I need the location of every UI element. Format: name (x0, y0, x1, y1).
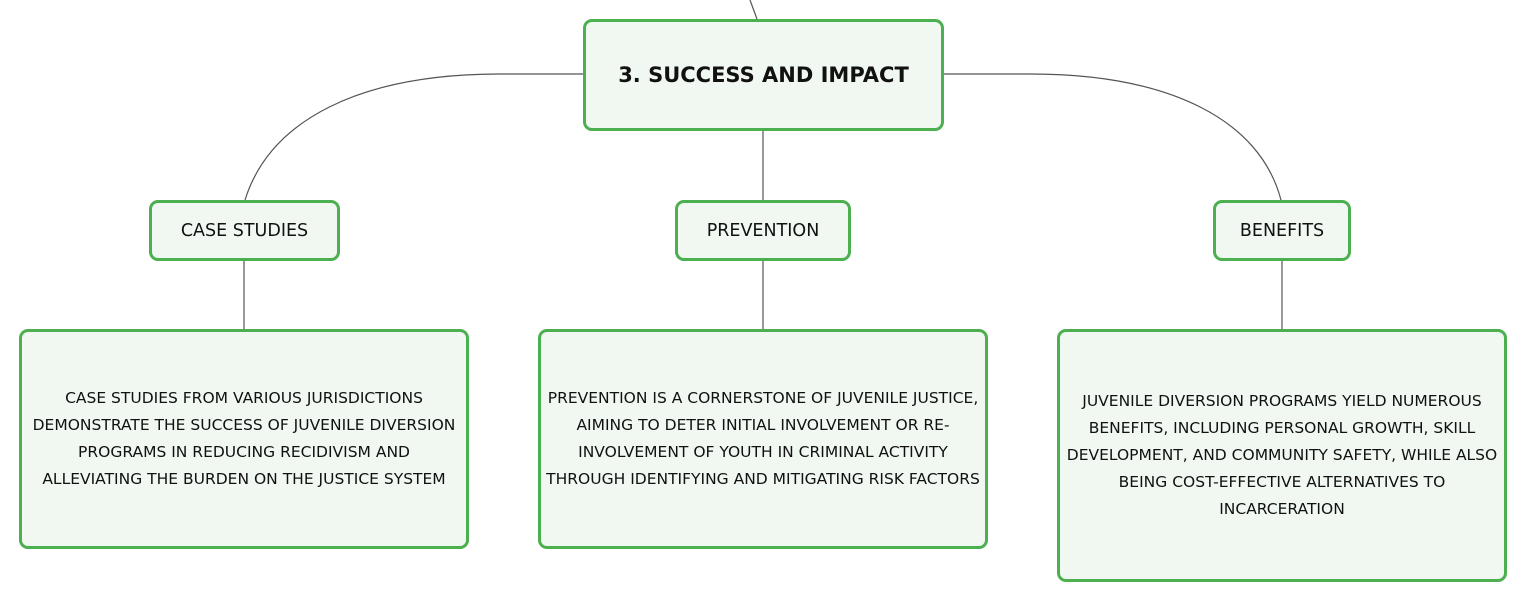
detail-node-text: PREVENTION IS A CORNERSTONE OF JUVENILE … (546, 389, 980, 488)
incoming-connector (749, 0, 758, 20)
detail-node-case-studies[interactable]: CASE STUDIES FROM VARIOUS JURISDICTIONS … (19, 329, 469, 549)
connector-root-to-benefits (944, 73, 1282, 201)
branch-node-case-studies[interactable]: CASE STUDIES (149, 200, 340, 261)
connector-root-to-case-studies (244, 73, 583, 201)
branch-node-label: CASE STUDIES (180, 220, 309, 241)
detail-node-text: CASE STUDIES FROM VARIOUS JURISDICTIONS … (32, 389, 456, 488)
detail-node-prevention[interactable]: PREVENTION IS A CORNERSTONE OF JUVENILE … (538, 329, 988, 549)
branch-node-prevention[interactable]: PREVENTION (675, 200, 851, 261)
branch-node-benefits[interactable]: BENEFITS (1213, 200, 1351, 261)
detail-node-text: JUVENILE DIVERSION PROGRAMS YIELD NUMERO… (1066, 392, 1498, 518)
root-node[interactable]: 3. SUCCESS AND IMPACT (583, 19, 944, 131)
detail-node-benefits[interactable]: JUVENILE DIVERSION PROGRAMS YIELD NUMERO… (1057, 329, 1507, 582)
branch-node-label: PREVENTION (706, 220, 820, 241)
root-node-label: 3. SUCCESS AND IMPACT (618, 63, 909, 87)
branch-node-label: BENEFITS (1239, 220, 1325, 241)
